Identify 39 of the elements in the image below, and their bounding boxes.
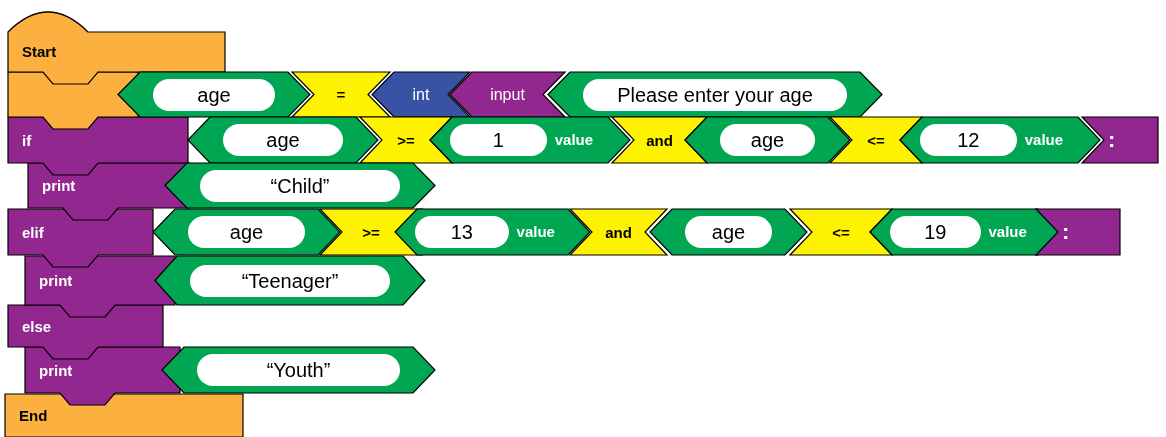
value-block <box>685 117 850 163</box>
operator-block: >= <box>360 117 452 163</box>
value-label: value <box>988 223 1027 240</box>
value-label: value <box>516 223 555 240</box>
function-block: input <box>450 72 565 117</box>
operator-block: and <box>570 209 667 255</box>
input-slot: “Child” <box>200 169 400 202</box>
value-block <box>430 117 630 163</box>
start-block: Start <box>8 10 225 84</box>
input-slot: 19 <box>890 216 981 248</box>
input-slot: age <box>720 124 815 156</box>
input-slot: age <box>188 216 305 248</box>
value-block <box>162 347 435 393</box>
value-block <box>548 72 882 117</box>
input-slot: “Teenager” <box>190 264 390 297</box>
value-label: value <box>554 131 594 148</box>
value-block <box>165 163 435 208</box>
operator-block: and <box>612 117 707 163</box>
operator-block: <= <box>830 117 922 163</box>
input-slot: age <box>685 216 772 248</box>
statement-block: if <box>8 117 188 175</box>
operator-block: = <box>292 72 390 117</box>
value-label: value <box>1024 131 1064 148</box>
value-block <box>155 256 425 305</box>
value-block <box>188 117 378 163</box>
input-slot: age <box>153 78 275 111</box>
input-slot: Please enter your age <box>583 78 847 111</box>
function-block: int <box>372 72 470 117</box>
input-slot: “Youth” <box>197 354 400 386</box>
value-block <box>650 209 807 255</box>
end-block: End <box>5 394 243 437</box>
value-block <box>900 117 1100 163</box>
operator-block: <= <box>790 209 892 255</box>
input-slot: 1 <box>450 124 547 156</box>
input-slot: age <box>223 124 343 156</box>
statement-block: elif <box>8 209 153 267</box>
input-slot: 12 <box>920 124 1017 156</box>
value-block <box>153 209 340 255</box>
input-slot: 13 <box>415 216 509 248</box>
